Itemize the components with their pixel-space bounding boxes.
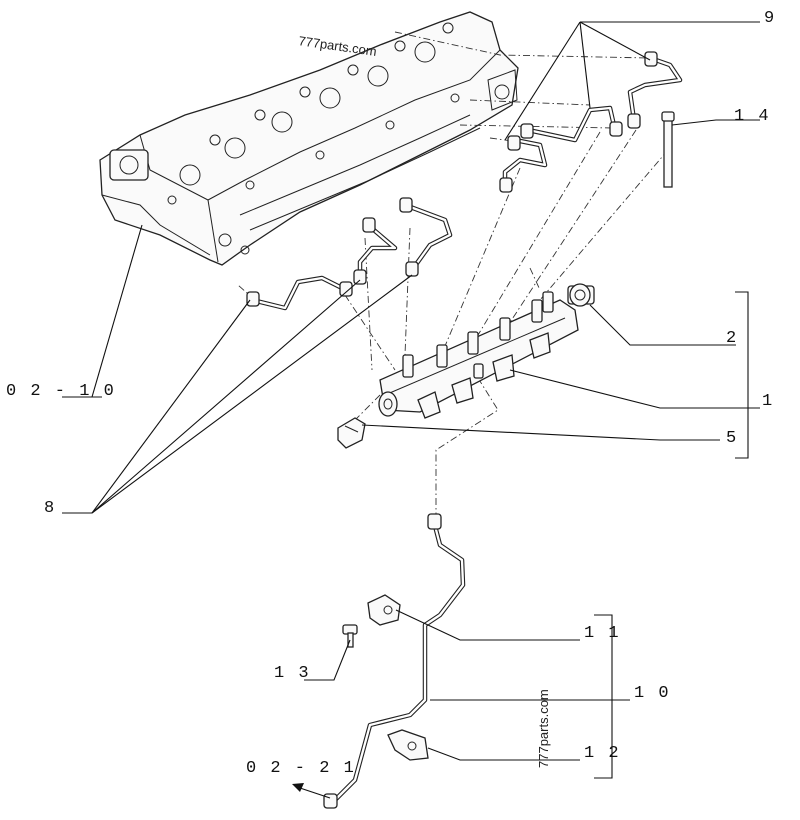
high-pressure-pipe [323, 513, 466, 809]
pipe-clamp-lower [387, 729, 429, 761]
injector-pipes-left [246, 197, 453, 311]
callout-1: 1 [762, 392, 774, 411]
direction-arrow-icon [292, 783, 331, 799]
cylinder-head [99, 11, 519, 266]
pressure-sensor [567, 283, 595, 307]
callout-10: 1 0 [634, 684, 671, 703]
callout-14: 1 4 [734, 107, 771, 126]
callout-11: 1 1 [584, 624, 621, 643]
injector-pipes-right [499, 51, 683, 193]
pipe-clamp-upper [367, 594, 401, 626]
callout-02-10: 0 2 - 1 0 [6, 382, 116, 401]
watermark-top: 777parts.com [298, 33, 378, 59]
callout-9: 9 [764, 9, 776, 28]
leader-lines [62, 21, 760, 779]
callout-02-21: 0 2 - 2 1 [246, 759, 356, 778]
callout-12: 1 2 [584, 744, 621, 763]
relief-valve [337, 417, 366, 449]
callout-labels: 9 1 4 2 1 5 8 0 2 - 1 0 1 1 1 0 1 2 1 3 … [6, 9, 776, 778]
callout-13: 1 3 [274, 664, 311, 683]
watermark-side: 777parts.com [536, 689, 551, 768]
callout-5: 5 [726, 429, 738, 448]
fuel-rail [378, 291, 579, 419]
callout-2: 2 [726, 329, 738, 348]
screw [342, 624, 358, 648]
stud-bolt [661, 111, 675, 188]
assembly-center-lines [237, 31, 669, 515]
callout-8: 8 [44, 499, 56, 518]
